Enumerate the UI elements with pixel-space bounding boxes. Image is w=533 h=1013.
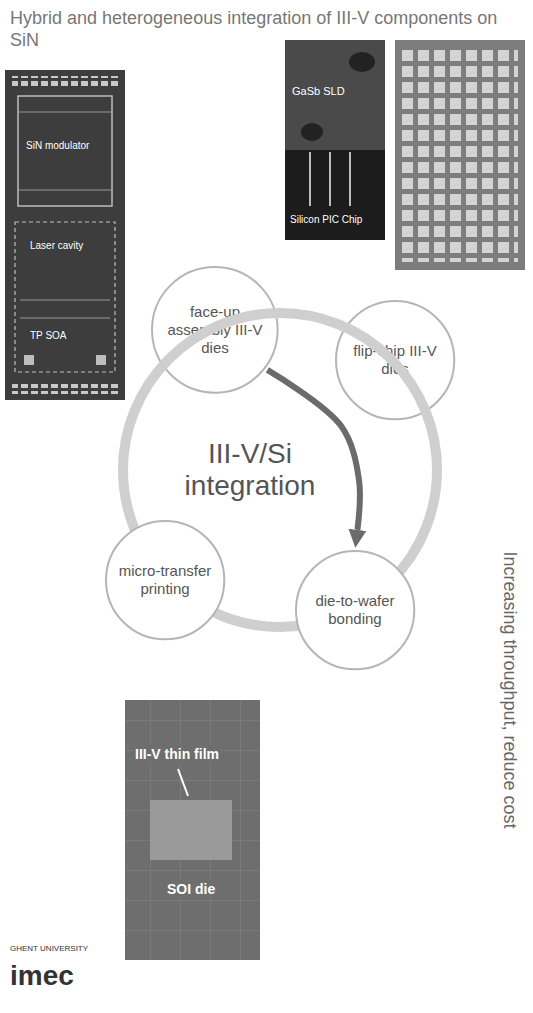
die-grid [125,700,260,960]
method-name: micro-transfer printing [115,562,215,598]
method-circle: die-to-wafer bonding [295,550,415,670]
layout-ground [5,70,125,400]
pad [96,355,106,365]
node-text-group: micro-transfer printing [115,562,215,598]
photo-ground [285,40,385,240]
part-label: TP SOA [30,330,67,342]
gasb-sld-photo [285,40,385,240]
node-text-group: die-to-wafer bonding [305,592,405,628]
method-name: die-to-wafer bonding [305,592,405,628]
solder-blob [349,52,375,72]
node-circle [296,551,414,669]
modulator-outline [18,96,112,206]
photo-label: GaSb SLD [292,85,345,98]
company-logo: imec [10,960,74,992]
slide-title: Hybrid and heterogeneous integration of … [10,8,523,51]
photo-label: SOI die [165,880,217,898]
center-title: III-V/Si integration [165,438,335,502]
sem-chip-array-image [395,40,525,270]
node-circle [106,521,224,639]
trend-note: Increasing throughput, reduce cost [500,551,521,828]
university-logo: GHENT UNIVERSITY [10,944,88,953]
solder-blob [301,123,323,141]
part-label: Laser cavity [30,240,83,252]
waveguide [20,300,110,318]
sld-chip [285,40,385,150]
pic-waveguides [310,152,350,206]
photo-label: III-V thin film [133,745,221,763]
mask-layout-image [5,70,125,400]
node-text-group: III-V/Si integration [165,438,335,502]
photo-label: Silicon PIC Chip [290,214,362,226]
chip-grid [402,48,518,262]
pad [24,355,34,365]
waveguide [18,112,112,190]
thin-film-patch [150,800,232,860]
leader-line [178,769,188,796]
part-label: SiN modulator [26,140,89,152]
laser-cavity-outline [15,222,115,372]
soi-die-photo [125,700,260,960]
method-circle: micro-transfer printing [105,520,225,640]
photo-ground [395,40,525,270]
bond-pads [12,76,118,86]
bond-pads [12,384,118,394]
photo-ground [125,700,260,960]
